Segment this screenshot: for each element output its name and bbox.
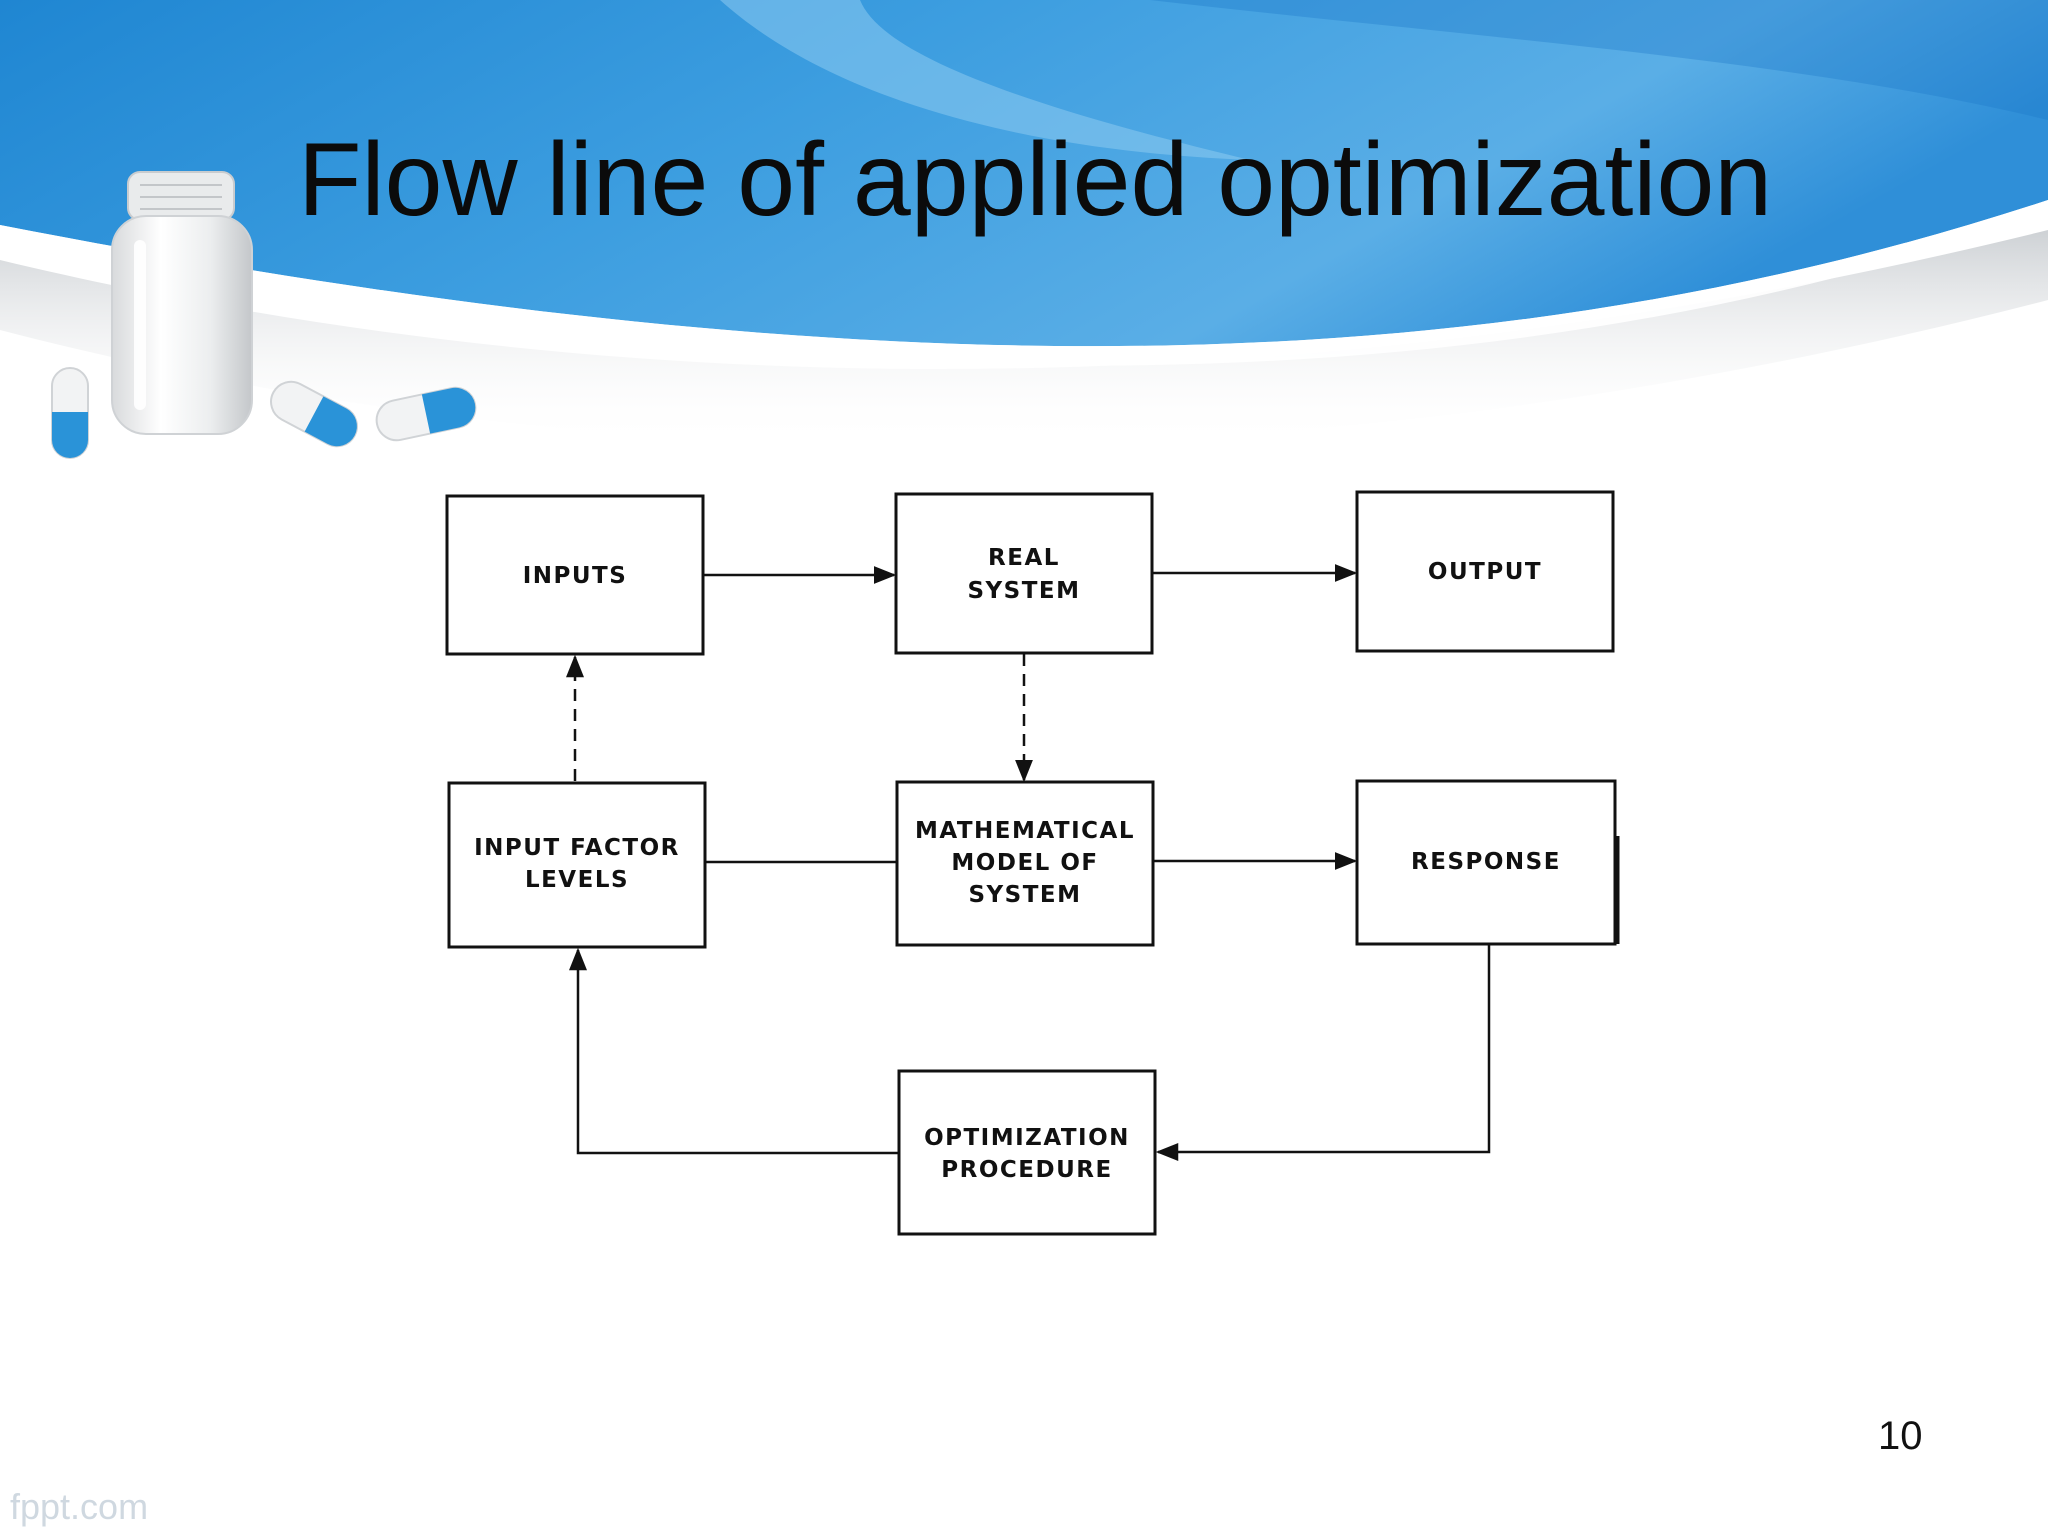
slide-number: 10 [1878, 1414, 1923, 1458]
slide-title: Flow line of applied optimization [298, 122, 1773, 238]
box-real-system: REAL SYSTEM [894, 492, 1154, 655]
banner-swirl-dark [1150, 0, 2048, 120]
box-label: SYSTEM [968, 882, 1081, 908]
banner-shadow [0, 230, 2048, 447]
box-output: OUTPUT [1355, 490, 1615, 653]
box-mathematical-model: MATHEMATICAL MODEL OF SYSTEM [895, 780, 1155, 947]
box-label: INPUTS [523, 563, 628, 589]
watermark: fppt.com [10, 1486, 149, 1527]
header-banner [0, 0, 2048, 347]
box-label: RESPONSE [1411, 849, 1561, 875]
box-input-factor-levels: INPUT FACTOR LEVELS [447, 781, 707, 949]
banner-swirl [720, 0, 1250, 160]
box-inputs: INPUTS [445, 494, 705, 656]
box-optimization-procedure: OPTIMIZATION PROCEDURE [897, 1069, 1157, 1236]
banner-edge [0, 200, 2048, 366]
box-label: MATHEMATICAL [915, 818, 1135, 844]
box-label: INPUT FACTOR [474, 835, 680, 861]
pill-bottle-icon [111, 171, 253, 435]
box-label: PROCEDURE [941, 1157, 1112, 1183]
capsule-icon [375, 386, 477, 442]
arrow-optimization-to-factor-levels [569, 947, 898, 1155]
box-label: LEVELS [525, 867, 629, 893]
box-label: MODEL OF [951, 850, 1098, 876]
capsule-icon [270, 380, 358, 448]
box-response: RESPONSE [1355, 779, 1620, 946]
box-label: SYSTEM [967, 578, 1080, 604]
arrow-response-to-optimization [1155, 945, 1491, 1161]
box-label: OPTIMIZATION [924, 1125, 1130, 1151]
box-label: OUTPUT [1428, 559, 1542, 585]
capsule-icon [51, 367, 89, 459]
box-label: REAL [988, 545, 1060, 571]
